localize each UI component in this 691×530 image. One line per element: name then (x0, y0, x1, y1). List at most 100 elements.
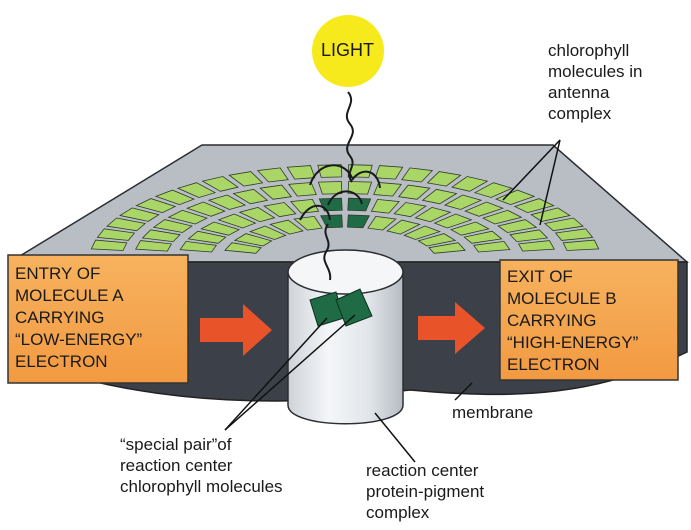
membrane-label: membrane (452, 403, 534, 422)
antenna-chlorophyll-tile (207, 194, 247, 210)
antenna-chlorophyll-tile (135, 240, 173, 252)
special-pair-pointer-1 (224, 317, 328, 431)
antenna-label-line-2: molecules in (548, 62, 643, 81)
antenna-chlorophyll-tile (135, 198, 177, 214)
reaction-center-pointer (374, 412, 416, 463)
reaction-center-cylinder-body (287, 271, 404, 425)
antenna-chlorophyll-tile (449, 221, 490, 236)
antenna-chlorophyll-tile (428, 242, 466, 254)
antenna-chlorophyll-tile (233, 233, 273, 247)
entry-line-5: ELECTRON (15, 352, 108, 371)
entry-line-3: CARRYING (15, 308, 105, 327)
antenna-chlorophyll-tile (421, 188, 458, 205)
antenna-chlorophyll-tile (347, 197, 372, 212)
antenna-chlorophyll-tile (119, 207, 160, 222)
antenna-chlorophyll-tile (317, 181, 343, 195)
antenna-chlorophyll-tile (367, 215, 397, 231)
antenna-chlorophyll-tile (347, 181, 373, 195)
exit-line-4: “HIGH-ENERGY” (507, 333, 639, 352)
entry-box-text: ENTRY OF MOLECULE A CARRYING “LOW-ENERGY… (15, 263, 142, 373)
reaction-center-cylinder-top (287, 249, 404, 295)
antenna-chlorophyll-tile (347, 164, 373, 178)
energy-hop-arrow (327, 190, 363, 206)
special-pair-line-3: chlorophyll molecules (120, 477, 283, 496)
special-pair-label: “special pair”of reaction center chlorop… (120, 434, 283, 497)
light-label: LIGHT (321, 40, 375, 60)
light-sun (312, 15, 384, 87)
antenna-chlorophyll-tile (232, 188, 269, 205)
membrane-pointer (454, 382, 473, 401)
antenna-label-line-4: complex (548, 104, 612, 123)
reaction-center-line-1: reaction center (366, 461, 479, 480)
antenna-chlorophyll-tile (96, 228, 136, 241)
antenna-chlorophyll-tile (320, 214, 343, 229)
antenna-label-line-1: chlorophyll (548, 41, 630, 60)
antenna-chlorophyll-tile (179, 240, 218, 253)
antenna-chlorophyll-tile (463, 230, 503, 244)
antenna-chlorophyll-tile (554, 228, 594, 241)
special-pair-line-1: “special pair”of (120, 435, 232, 454)
antenna-chlorophyll-tile (513, 198, 555, 214)
antenna-chlorophyll-tile (256, 167, 289, 183)
antenna-chlorophyll-tile (393, 202, 427, 218)
antenna-chlorophyll-tile (269, 219, 304, 235)
antenna-chlorophyll-tile (217, 213, 257, 229)
antenna-chlorophyll-tile (451, 176, 489, 192)
antenna-chlorophyll-tile (401, 167, 434, 183)
antenna-chlorophyll-tile (443, 194, 483, 210)
antenna-chlorophyll-tile (238, 206, 276, 223)
antenna-chlorophyll-tile (248, 225, 287, 240)
antenna-chlorophyll-tile (259, 184, 293, 200)
special-pair-line-2: reaction center (120, 456, 233, 475)
antenna-chlorophyll-tiles (90, 164, 600, 254)
antenna-chlorophyll-tile (228, 171, 264, 187)
antenna-chlorophyll-tile (200, 221, 241, 236)
exit-line-2: MOLECULE B (507, 289, 617, 308)
photon-wave (345, 91, 354, 183)
antenna-chlorophyll-tile (167, 209, 209, 225)
reaction-center-label: reaction center protein-pigment complex (366, 460, 484, 523)
entry-box-shape (7, 254, 189, 384)
antenna-chlorophyll-tile (417, 233, 457, 247)
entry-arrow (200, 304, 272, 356)
antenna-chlorophyll-tile (517, 240, 555, 252)
antenna-chlorophyll-tile (370, 198, 400, 214)
exit-line-5: ELECTRON (507, 355, 600, 374)
antenna-chlorophyll-tile (562, 239, 600, 251)
reaction-center-line-2: protein-pigment (366, 482, 485, 501)
antenna-chlorophyll-tile (403, 225, 442, 240)
antenna-chlorophyll-tile (374, 165, 404, 180)
antenna-chlorophyll-tile (224, 242, 262, 254)
antenna-label: chlorophyll molecules in antenna complex (548, 40, 643, 124)
antenna-chlorophyll-tile (186, 201, 226, 217)
antenna-chlorophyll-tile (464, 201, 504, 217)
photon-wave-down (323, 223, 332, 281)
antenna-chlorophyll-tile (347, 214, 370, 229)
antenna-chlorophyll-tile (426, 171, 462, 187)
exit-box-text: EXIT OF MOLECULE B CARRYING “HIGH-ENERGY… (507, 266, 638, 376)
antenna-chlorophyll-tile (263, 202, 297, 218)
antenna-chlorophyll-tile (176, 182, 217, 198)
antenna-chlorophyll-tile (187, 230, 227, 244)
antenna-chlorophyll-tile (481, 209, 523, 225)
exit-line-1: EXIT OF (507, 267, 573, 286)
antenna-chlorophyll-tile (386, 219, 421, 235)
exit-line-3: CARRYING (507, 311, 597, 330)
entry-line-1: ENTRY OF (15, 264, 101, 283)
antenna-label-line-3: antenna (548, 83, 610, 102)
antenna-pointer-1 (502, 139, 561, 201)
antenna-chlorophyll-tile (472, 240, 511, 253)
energy-hop-arrow (351, 170, 381, 189)
exit-box-shape (499, 259, 679, 381)
antenna-chlorophyll-tile (497, 219, 538, 233)
antenna-chlorophyll-tile (290, 198, 320, 214)
antenna-chlorophyll-tile (106, 217, 147, 232)
entry-line-4: “LOW-ENERGY” (15, 330, 143, 349)
special-pair-pointer-2 (224, 314, 356, 431)
entry-line-2: MOLECULE A (15, 286, 124, 305)
special-pair-chlorophyll-2 (335, 288, 373, 327)
antenna-chlorophyll-tile (397, 184, 431, 200)
antenna-chlorophyll-tile (154, 189, 196, 206)
